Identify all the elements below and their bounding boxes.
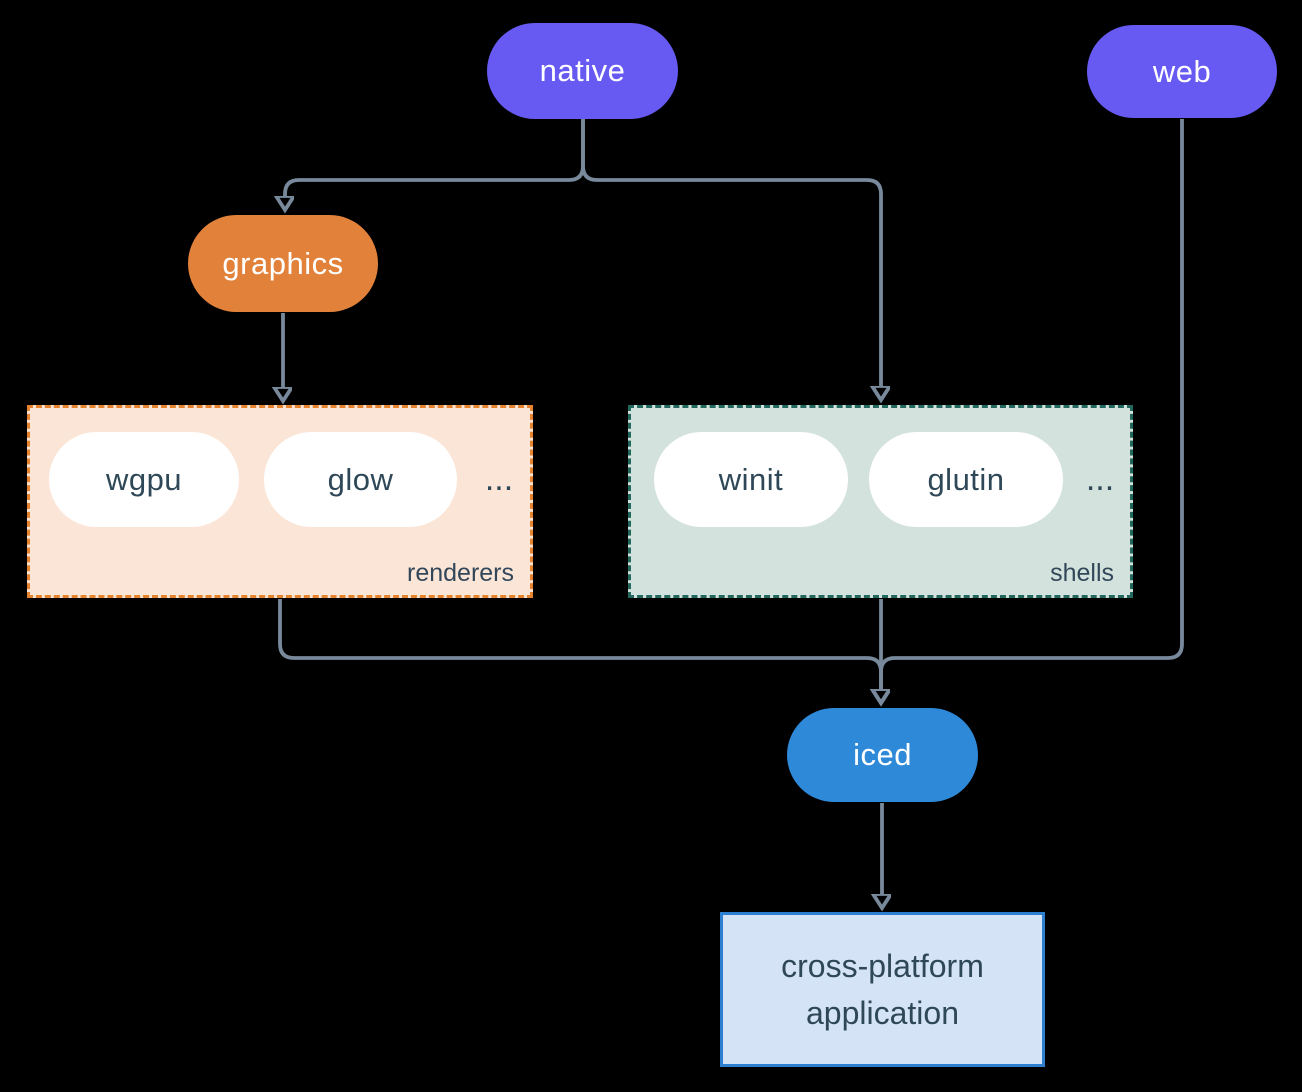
- renderers-ellipsis: ...: [484, 460, 514, 498]
- node-web: web: [1087, 25, 1277, 118]
- group-shells: winit glutin ... shells: [628, 405, 1133, 598]
- node-glow: glow: [264, 432, 457, 527]
- edge-renderers-to-iced: [278, 599, 881, 690]
- node-native: native: [487, 23, 678, 119]
- node-wgpu: wgpu: [49, 432, 239, 527]
- shells-group-label: shells: [1050, 559, 1114, 587]
- shells-ellipsis: ...: [1085, 460, 1115, 498]
- edge-native-to-graphics: [285, 119, 585, 197]
- node-glutin: glutin: [869, 432, 1063, 527]
- edge-web-to-iced: [881, 119, 1184, 690]
- node-graphics: graphics: [188, 215, 378, 312]
- application-label-line1: cross-platform: [781, 947, 984, 984]
- edge-native-to-shells: [581, 119, 881, 387]
- group-renderers: wgpu glow ... renderers: [27, 405, 533, 598]
- application-label-line2: application: [806, 994, 959, 1031]
- node-iced: iced: [787, 708, 978, 802]
- node-application: cross-platform application: [720, 912, 1045, 1067]
- node-winit: winit: [654, 432, 848, 527]
- renderers-group-label: renderers: [407, 559, 514, 587]
